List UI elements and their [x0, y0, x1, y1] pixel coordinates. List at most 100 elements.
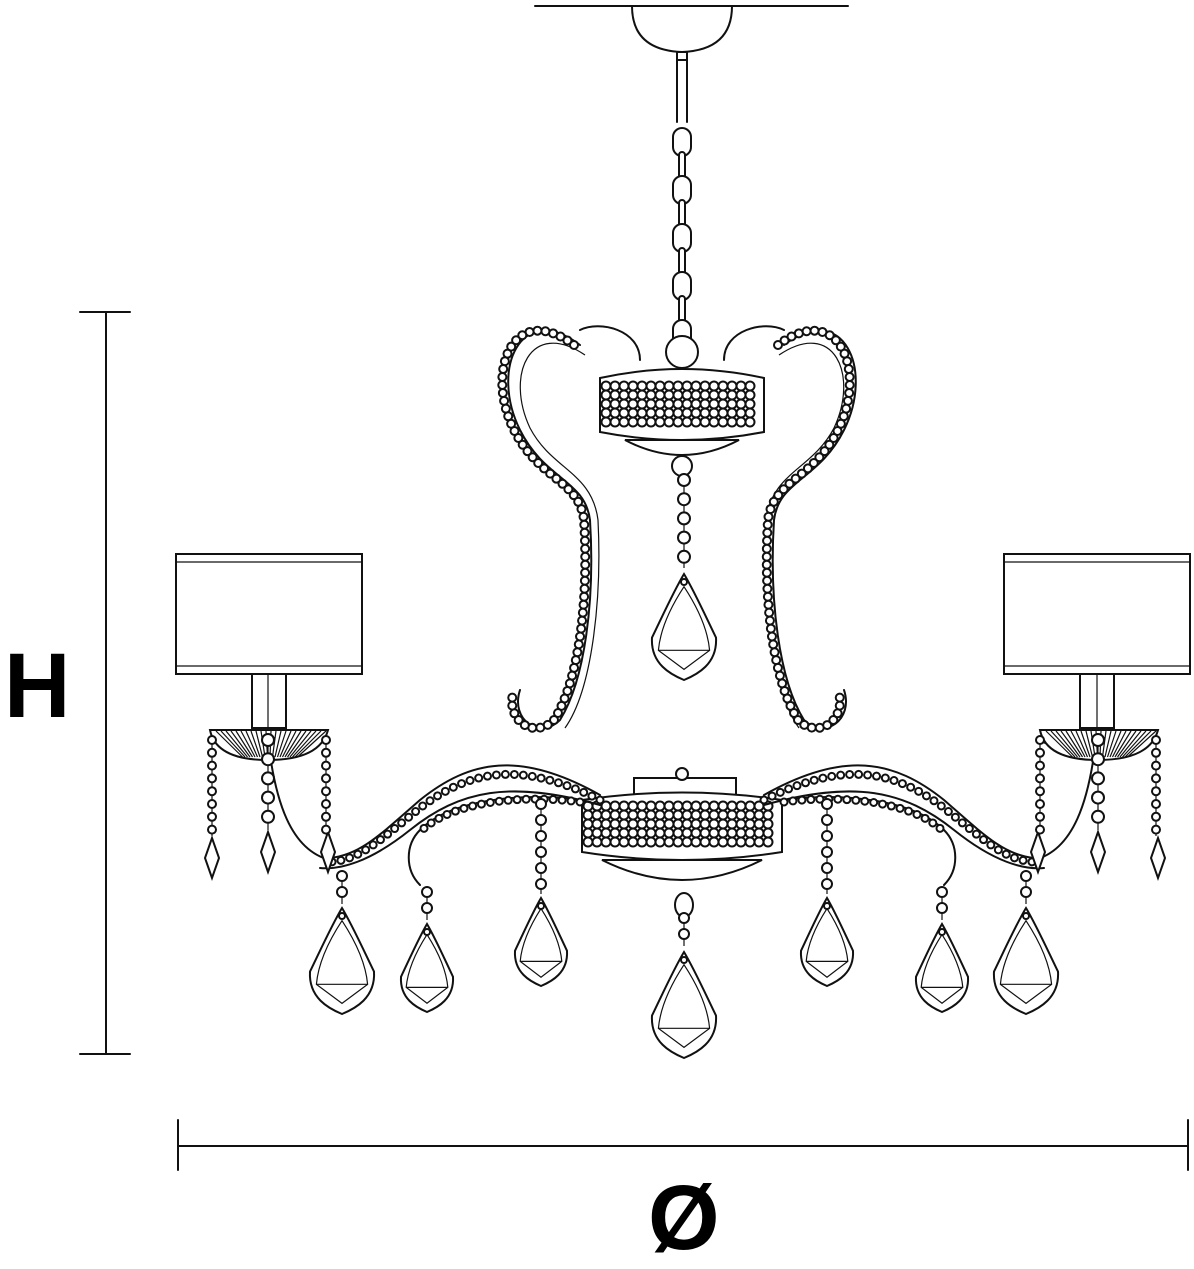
bead [627, 827, 639, 839]
crystal-hole [823, 902, 831, 910]
bead [726, 407, 738, 419]
bead [532, 325, 543, 336]
bead [511, 335, 522, 346]
bead [591, 827, 603, 839]
bead [636, 836, 648, 848]
bead [834, 700, 845, 711]
crystal-drop [399, 922, 455, 1014]
crystal-outline [513, 896, 569, 988]
bead [663, 800, 675, 812]
bead [450, 806, 460, 816]
bead [735, 398, 747, 410]
bead [645, 380, 657, 392]
bead [645, 407, 657, 419]
cup-rib [1104, 730, 1112, 758]
bead [600, 407, 612, 419]
bead [549, 714, 560, 725]
bead [904, 806, 914, 816]
cup-rib [1065, 730, 1084, 758]
bead [690, 836, 702, 848]
cup-rib [1119, 730, 1142, 758]
bead [499, 356, 510, 367]
bead [645, 818, 657, 830]
bead [828, 433, 839, 444]
bead [824, 439, 835, 450]
string-bead [1035, 811, 1045, 822]
crystal-facet [920, 933, 964, 1004]
bead [672, 416, 684, 428]
string-bead [321, 747, 331, 758]
bead [551, 473, 562, 484]
bead [699, 416, 711, 428]
bead [950, 812, 960, 822]
crystal-outline [650, 572, 718, 682]
bead [353, 849, 363, 859]
bead [482, 771, 492, 781]
bead [767, 791, 777, 801]
bead [699, 836, 711, 848]
bead [834, 692, 845, 703]
bead [645, 389, 657, 401]
cup-rib [245, 730, 259, 758]
bead [418, 801, 428, 811]
bead [690, 827, 702, 839]
bead [792, 714, 803, 725]
bead [591, 809, 603, 821]
arm-guide [330, 774, 600, 862]
crystal-drop [799, 896, 855, 988]
cup-rib [1111, 730, 1127, 758]
bead [796, 468, 807, 479]
bead [773, 340, 783, 350]
bead [636, 809, 648, 821]
bead [618, 836, 630, 848]
bead [759, 795, 769, 805]
bead [465, 775, 475, 785]
bead [509, 769, 519, 779]
bead [681, 389, 693, 401]
bead-strings [207, 473, 1161, 946]
bead [744, 416, 756, 428]
bead [609, 416, 621, 428]
bead [609, 809, 621, 821]
bead [763, 599, 774, 610]
bead [645, 416, 657, 428]
cup-rib [1109, 730, 1122, 758]
crystal-outline [914, 922, 970, 1014]
bead [507, 700, 518, 711]
bead [921, 791, 931, 801]
string-bead [1151, 760, 1161, 771]
bead [361, 845, 371, 855]
string-bead [321, 824, 331, 835]
bead [448, 782, 458, 792]
crystal-pendants [203, 572, 1167, 1060]
small-pendant [319, 828, 337, 876]
string-bead [821, 846, 833, 858]
bead [654, 818, 666, 830]
bead [708, 818, 720, 830]
bead [681, 398, 693, 410]
bead [762, 575, 773, 586]
bead [681, 827, 693, 839]
bead [986, 840, 996, 850]
small-pendant [1029, 828, 1047, 876]
string-bead [535, 814, 547, 826]
bead [790, 473, 801, 484]
bead [779, 797, 789, 807]
bead [519, 720, 530, 731]
string-bead [821, 878, 833, 890]
crystal-drop [992, 906, 1060, 1016]
bead [419, 823, 429, 833]
bead [600, 836, 612, 848]
cup-rib [1085, 730, 1094, 758]
bead [336, 855, 346, 865]
string-bead [1035, 747, 1045, 758]
bead [735, 800, 747, 812]
bead [762, 591, 773, 602]
bead [895, 803, 905, 813]
cup-rib [281, 730, 297, 758]
string-bead [677, 492, 691, 507]
bead [535, 722, 546, 733]
bead [699, 818, 711, 830]
bead [600, 398, 612, 410]
bead [708, 836, 720, 848]
